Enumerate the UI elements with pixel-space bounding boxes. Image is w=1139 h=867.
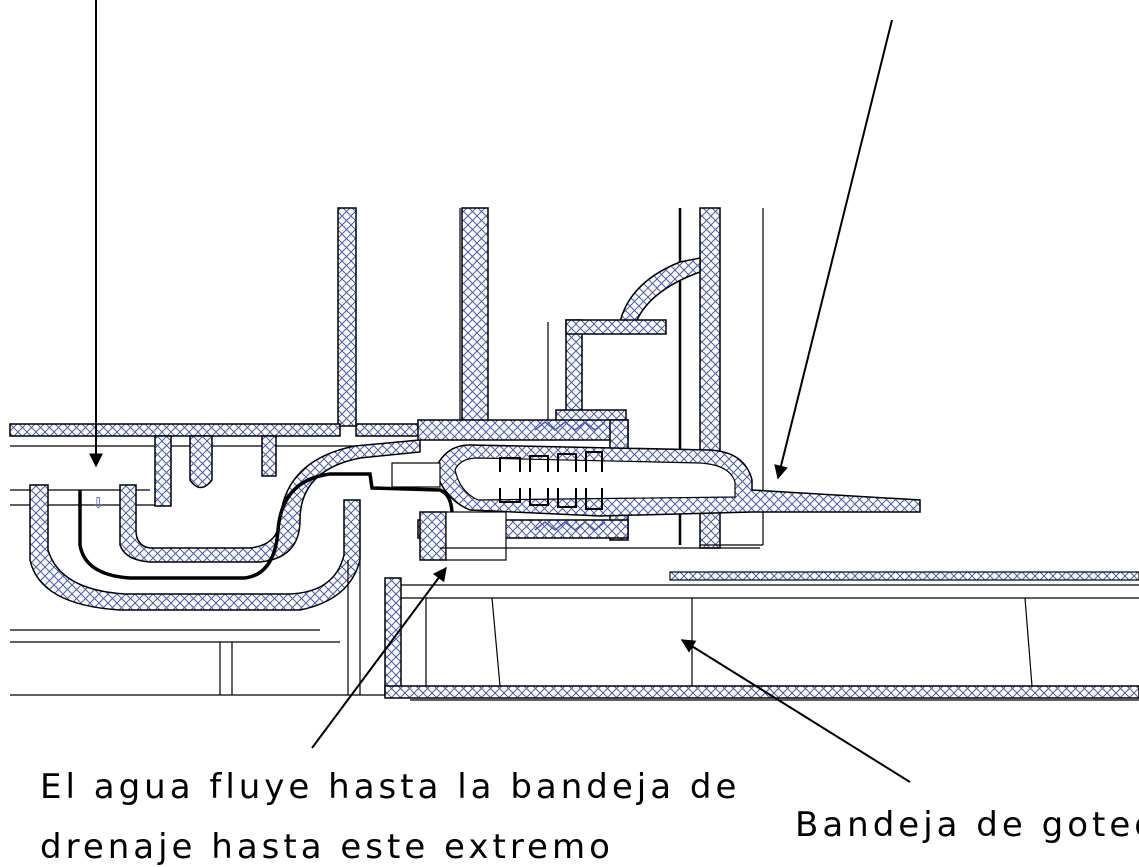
down-arrow-icon: ⇩ [92,494,105,512]
drip-tray-drawing [10,560,1139,701]
flow-label-line2: drenaje hasta este extremo [40,827,614,867]
siphon-trap [29,435,454,611]
leader-arrow-flow [311,566,447,749]
leader-arrows [89,0,911,783]
leader-arrow-top-right [774,19,893,480]
flow-label-line1: El agua fluye hasta la bandeja de [40,767,741,807]
drip-tray-label: Bandeja de goteo [795,805,1139,845]
valve-assembly [391,419,921,561]
leader-arrow-drip-tray [680,639,911,783]
